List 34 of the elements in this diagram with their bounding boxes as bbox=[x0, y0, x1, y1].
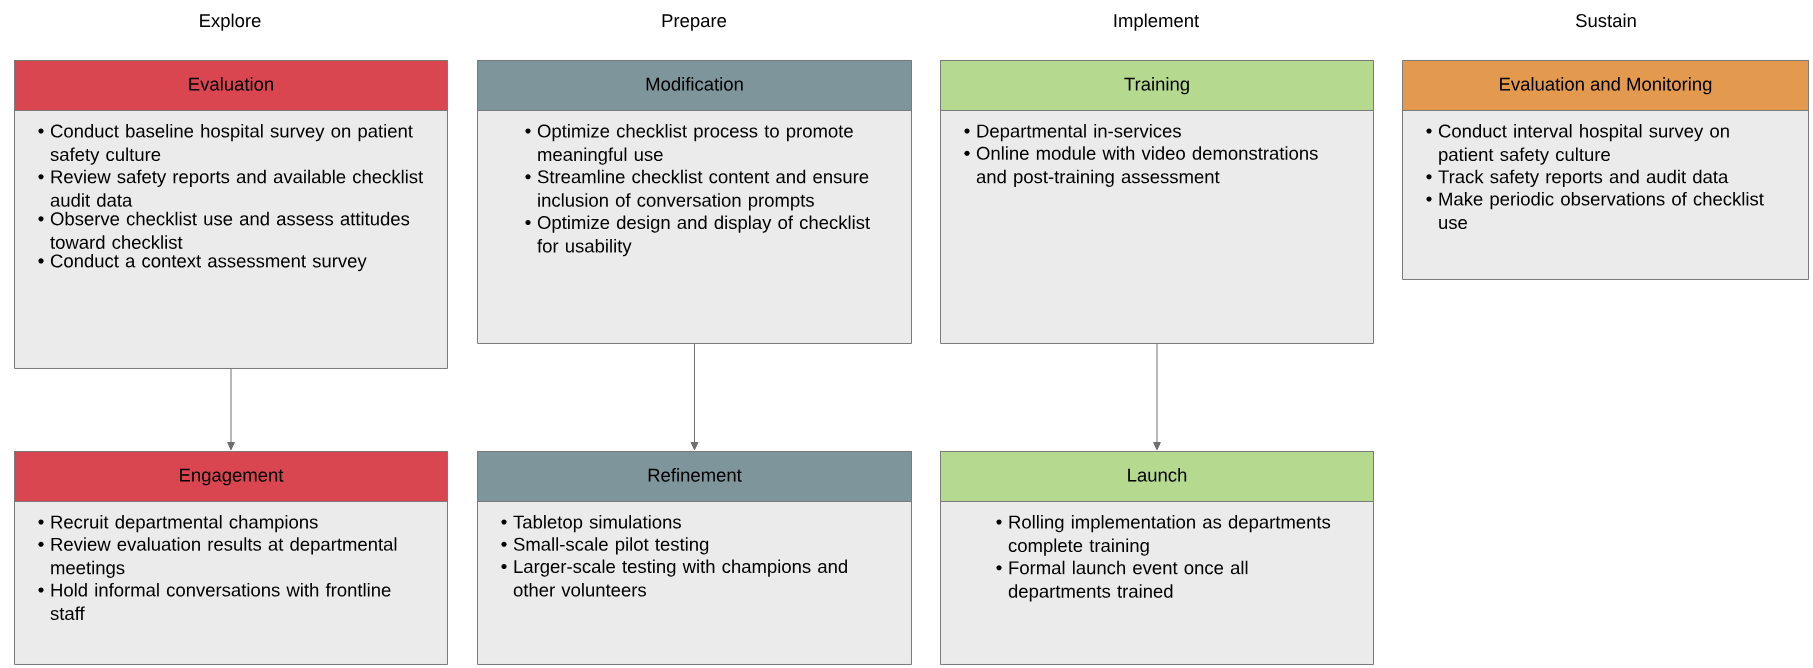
bullet-item: Make periodic observations of checklist use bbox=[1426, 192, 1764, 230]
card-header: Launch bbox=[940, 451, 1374, 502]
card-header: Evaluation bbox=[14, 60, 448, 111]
bullet-item: Optimize checklist process to promote meaningful use bbox=[525, 124, 853, 165]
card-header: Modification bbox=[477, 60, 912, 111]
phase-heading: Implement bbox=[1114, 13, 1200, 31]
phase-heading: Sustain bbox=[1576, 13, 1636, 28]
card-header: Engagement bbox=[14, 451, 448, 502]
arrow bbox=[690, 343, 699, 451]
bullet-item: Review safety reports and available checklist audit data bbox=[38, 169, 424, 207]
bullet-item: Departmental in-services bbox=[964, 124, 1181, 142]
bullet-item: Tabletop simulations bbox=[501, 515, 681, 533]
bullet-item: Small-scale pilot testing bbox=[501, 537, 709, 555]
bullet-item: Recruit departmental champions bbox=[38, 515, 318, 533]
bullet-item: Conduct baseline hospital survey on patient safety culture bbox=[38, 124, 413, 165]
bullet-item: Conduct a context assessment survey bbox=[38, 253, 367, 272]
bullet-item: Optimize design and display of checklist for usability bbox=[525, 215, 870, 257]
bullet-item: Larger-scale testing with champions and other volunteers bbox=[501, 559, 847, 597]
card-header: Training bbox=[940, 60, 1374, 111]
bullet-item: Review evaluation results at departmental meetings bbox=[38, 537, 397, 578]
bullet-item: Hold informal conversations with frontline staff bbox=[38, 583, 391, 621]
bullet-item: Rolling implementation as departments complete training bbox=[996, 515, 1331, 556]
bullet-item: Streamline checklist content and ensure inclusion of conversation prompts bbox=[525, 169, 869, 211]
arrow bbox=[227, 368, 235, 451]
phase-heading: Prepare bbox=[662, 14, 727, 31]
card-header: Evaluation and Monitoring bbox=[1402, 60, 1809, 111]
bullet-item: Online module with video demonstrations and post-training assessment bbox=[964, 146, 1318, 187]
phase-heading: Explore bbox=[200, 13, 261, 31]
bullet-item: Observe checklist use and assess attitudes toward checklist bbox=[38, 211, 410, 249]
arrow bbox=[1153, 343, 1161, 451]
bullet-item: Formal launch event once all departments trained bbox=[996, 560, 1248, 602]
card-header: Refinement bbox=[477, 451, 912, 502]
bullet-item: Conduct interval hospital survey on patient safety culture bbox=[1426, 124, 1729, 165]
bullet-item: Track safety reports and audit data bbox=[1426, 169, 1729, 187]
